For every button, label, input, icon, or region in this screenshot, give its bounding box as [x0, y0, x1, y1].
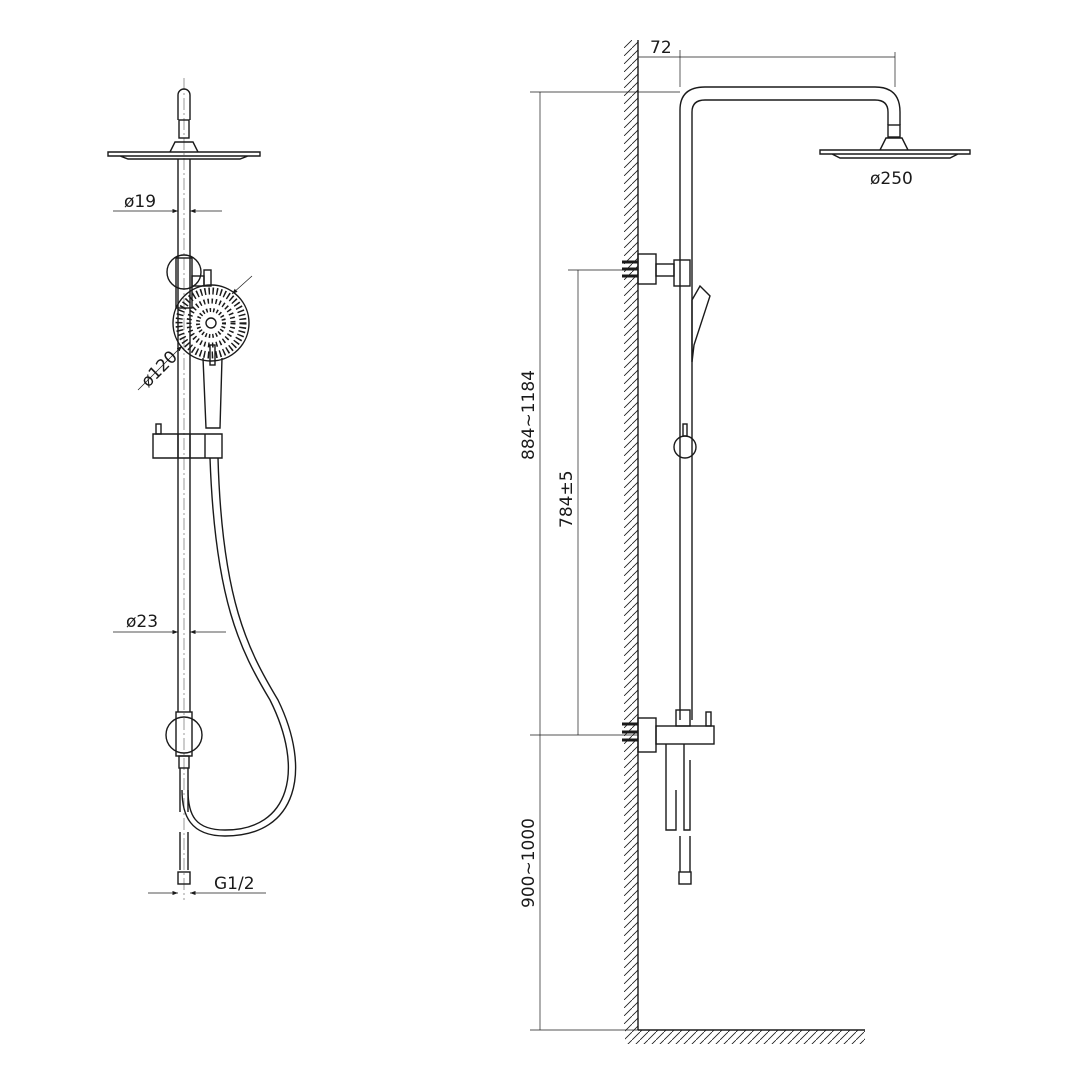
- wall-hatch: [624, 40, 638, 1030]
- shower-arm: [679, 86, 901, 720]
- rain-head: [107, 151, 261, 160]
- arm-offset-label: 72: [650, 38, 672, 58]
- install-height-label: 900~1000: [519, 818, 539, 908]
- upper-pipe-diameter-label: ø19: [124, 192, 156, 212]
- total-height-label: 884~1184: [519, 370, 539, 460]
- hose: [187, 457, 290, 831]
- slider: [152, 433, 223, 459]
- diverter: [165, 716, 203, 754]
- top-nozzle: [177, 88, 191, 120]
- side-hand-shower: [691, 284, 711, 363]
- hand-shower: [172, 284, 250, 429]
- lower-pipe-diameter-label: ø23: [126, 612, 158, 632]
- side-view: 72 ø250 884~1184 784±5 900~1000: [519, 38, 971, 1044]
- front-view: ø120 ø19 ø23 G1/2: [107, 78, 297, 900]
- ball-joint: [178, 119, 190, 139]
- side-rain-head: [819, 137, 971, 159]
- floor-hatch: [625, 1030, 865, 1044]
- holder-bracket: [166, 254, 202, 290]
- mount-spacing-label: 784±5: [557, 470, 577, 528]
- inlet-thread-label: G1/2: [214, 874, 255, 894]
- head-diameter-label: ø250: [870, 169, 913, 189]
- hand-shower-diameter-label: ø120: [137, 347, 181, 391]
